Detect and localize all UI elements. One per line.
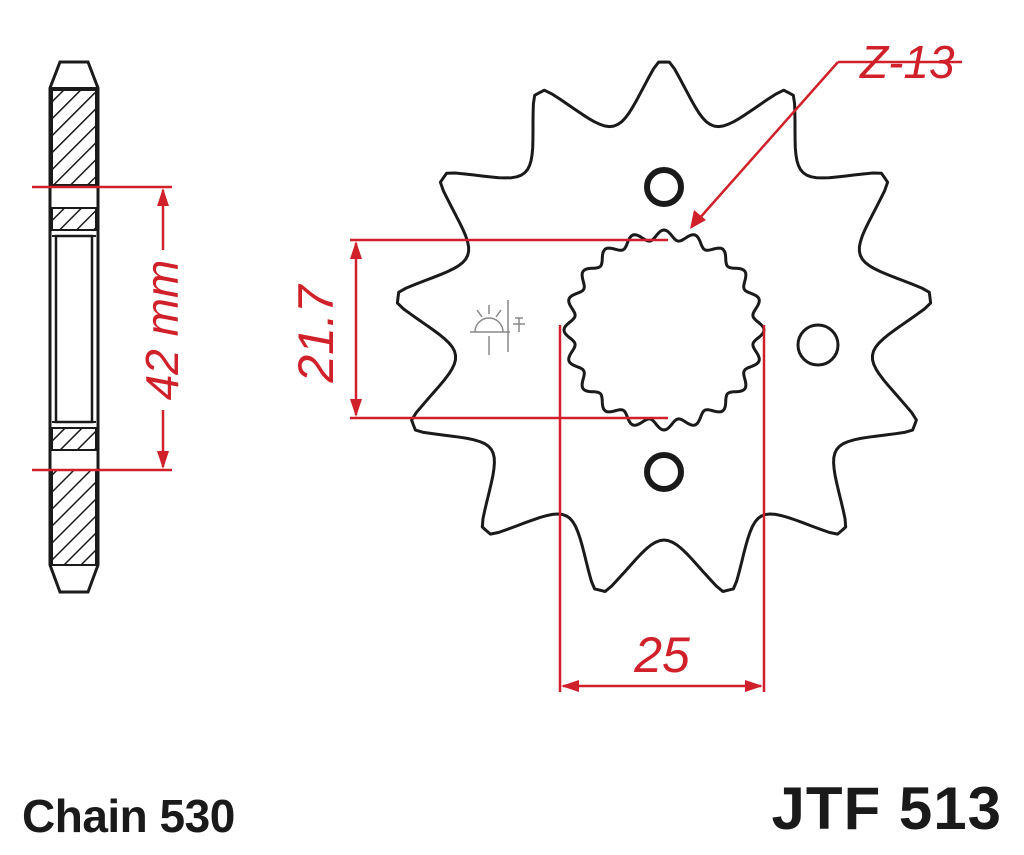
splined-bore [562, 228, 766, 432]
side-hatch-hub-upper [51, 207, 97, 231]
inner-diameter-label: 21.7 [288, 283, 344, 384]
outer-width-dimension [558, 325, 766, 692]
teeth-count-leader [690, 60, 962, 229]
inner-diameter-dimension [350, 238, 668, 420]
outer-width-label: 25 [633, 627, 690, 683]
part-number-label: JTF 513 [771, 775, 1002, 842]
side-hatch-bottom [51, 469, 97, 566]
bolt-circle-label: 42 mm [136, 260, 188, 401]
chain-size-label: Chain 530 [22, 790, 235, 842]
mounting-hole-bottom [644, 452, 684, 492]
mounting-hole-right [796, 323, 840, 367]
manufacturer-mark-icon [470, 300, 525, 355]
mounting-hole-top [644, 167, 684, 207]
side-hatch-top [51, 89, 97, 186]
teeth-count-label: Z-13 [859, 36, 955, 88]
side-hatch-hub-lower [51, 427, 97, 451]
side-profile [48, 60, 100, 594]
side-bore [54, 234, 94, 424]
bolt-circle-dimension [32, 185, 172, 472]
